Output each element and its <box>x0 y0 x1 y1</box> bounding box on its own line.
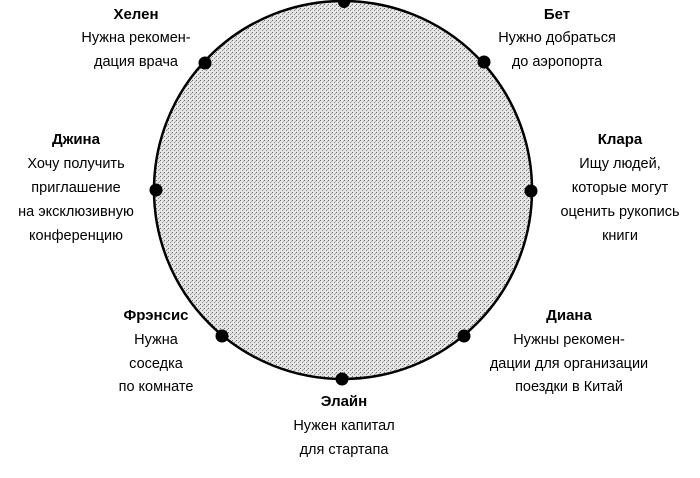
node-text: Хочу получить <box>27 156 124 172</box>
node-text: Ищу людей, <box>579 156 660 172</box>
node-name: Диана <box>546 307 592 324</box>
node-text: оценить рукопись <box>560 204 679 220</box>
node-text: конференцию <box>29 228 123 244</box>
node-text: Нужен капитал <box>293 418 394 434</box>
node-dot-klara <box>524 184 538 198</box>
node-text: дации для организации <box>490 356 648 372</box>
node-label-helen: Хелен Нужна рекомен- дация врача <box>81 6 190 70</box>
node-dot-diana <box>457 329 471 343</box>
node-dot-top <box>338 0 350 8</box>
node-text: соседка <box>129 356 184 372</box>
node-text: приглашение <box>31 180 120 196</box>
node-text: Нужно добраться <box>498 30 616 46</box>
node-label-elain: Элайн Нужен капитал для стартапа <box>293 393 394 458</box>
node-label-bet: Бет Нужно добраться до аэропорта <box>498 6 616 70</box>
node-text: до аэропорта <box>512 54 603 70</box>
node-label-frensis: Фрэнсис Нужна соседка по комнате <box>119 307 194 395</box>
node-text: для стартапа <box>300 442 390 458</box>
network-circle <box>152 0 534 381</box>
node-text: по комнате <box>119 379 194 395</box>
node-text: которые могут <box>572 180 669 196</box>
node-text: Нужна рекомен- <box>81 30 190 46</box>
node-text: на эксклюзивную <box>18 204 134 220</box>
node-dot-helen <box>198 56 212 70</box>
node-dot-frensis <box>215 329 229 343</box>
node-label-klara: Клара Ищу людей, которые могут оценить р… <box>560 131 679 244</box>
node-label-gina: Джина Хочу получить приглашение на экскл… <box>18 131 134 244</box>
node-dot-bet <box>477 55 491 69</box>
node-dot-gina <box>149 183 163 197</box>
node-name: Джина <box>52 131 101 148</box>
node-text: книги <box>602 228 638 244</box>
node-name: Фрэнсис <box>123 307 188 324</box>
node-text: дация врача <box>94 54 179 70</box>
node-text: Нужна <box>134 332 179 348</box>
node-name: Клара <box>598 131 643 148</box>
node-text: Нужны рекомен- <box>513 332 625 348</box>
node-name: Бет <box>544 6 570 23</box>
node-text: поездки в Китай <box>515 379 623 395</box>
node-dot-elain <box>335 372 349 386</box>
node-name: Элайн <box>321 393 367 410</box>
node-label-diana: Диана Нужны рекомен- дации для организац… <box>490 307 648 395</box>
node-name: Хелен <box>113 6 158 23</box>
